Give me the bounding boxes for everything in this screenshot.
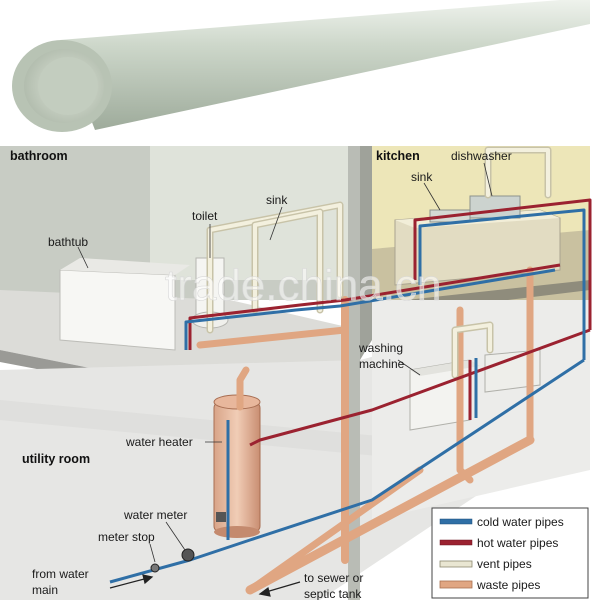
legend-label-waste: waste pipes <box>476 578 540 592</box>
legend-item-waste: waste pipes <box>439 578 540 592</box>
legend-label-hot: hot water pipes <box>477 536 558 550</box>
label-washing-machine-line2: machine <box>359 357 405 371</box>
vent-pipes <box>206 146 552 379</box>
label-to-sewer-line1: to sewer or <box>304 571 363 585</box>
label-pointers <box>77 162 493 563</box>
water-meter-fixture <box>181 548 195 562</box>
room-title-kitchen: kitchen <box>376 149 420 163</box>
legend-item-cold: cold water pipes <box>439 515 564 529</box>
label-bathtub: bathtub <box>48 235 88 249</box>
label-washing-machine-line1: washing <box>358 341 403 355</box>
legend-swatch-cold <box>439 518 473 525</box>
watermark-text: trade.china.cn <box>165 261 441 310</box>
legend-item-vent: vent pipes <box>439 557 532 571</box>
legend: cold water pipes hot water pipes vent pi… <box>431 507 589 599</box>
room-title-bathroom: bathroom <box>10 149 68 163</box>
meter-stop-fixture <box>150 563 160 573</box>
room-title-utility-room: utility room <box>22 452 90 466</box>
legend-swatch-vent <box>439 560 473 568</box>
legend-label-vent: vent pipes <box>477 557 532 571</box>
cold-water-pipes <box>109 208 586 584</box>
label-from-water-main-line1: from water <box>32 567 89 581</box>
label-sink-kitchen: sink <box>411 170 433 184</box>
legend-swatch-waste <box>439 580 473 589</box>
hot-water-pipes <box>188 198 592 447</box>
waste-pipes <box>196 266 535 595</box>
label-meter-stop: meter stop <box>98 530 155 544</box>
pvc-pipe-photo <box>0 0 600 140</box>
legend-swatch-hot <box>439 539 473 546</box>
label-toilet: toilet <box>192 209 218 223</box>
label-from-water-main-line2: main <box>32 583 58 597</box>
flow-arrows <box>109 574 301 597</box>
label-water-heater: water heater <box>125 435 193 449</box>
label-to-sewer-line2: septic tank <box>304 587 362 600</box>
label-sink-bathroom: sink <box>266 193 288 207</box>
legend-label-cold: cold water pipes <box>477 515 564 529</box>
label-dishwasher: dishwasher <box>451 149 512 163</box>
water-heater-fixture <box>213 394 261 538</box>
bathtub-fixture <box>59 258 190 351</box>
legend-item-hot: hot water pipes <box>439 536 558 550</box>
label-water-meter: water meter <box>123 508 187 522</box>
